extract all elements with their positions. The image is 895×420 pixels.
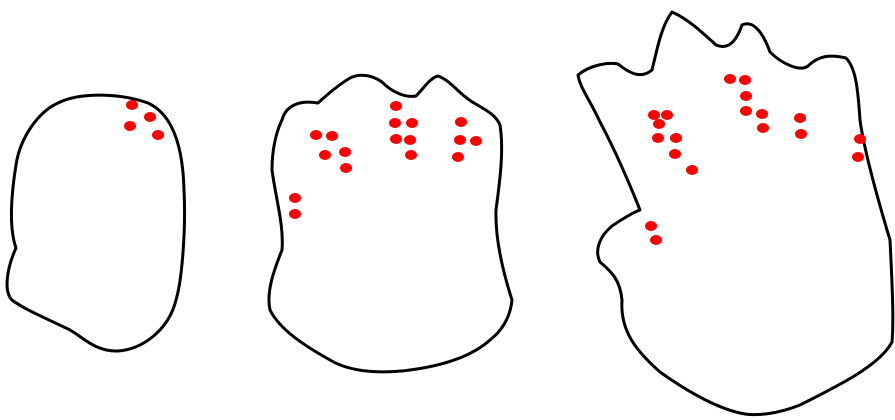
red-dot xyxy=(406,118,418,128)
red-dot xyxy=(795,129,807,139)
red-dot xyxy=(740,91,752,101)
red-dot xyxy=(319,150,331,160)
red-dot xyxy=(852,152,864,162)
red-dot xyxy=(289,193,301,203)
red-dot xyxy=(289,209,301,219)
red-dot xyxy=(645,221,657,231)
red-dot xyxy=(310,130,322,140)
red-dot xyxy=(339,147,351,157)
red-dot xyxy=(454,135,466,145)
red-dot xyxy=(648,110,660,120)
shape-medium xyxy=(269,75,512,372)
red-dot xyxy=(739,75,751,85)
red-dot xyxy=(405,150,417,160)
red-dot xyxy=(326,131,338,141)
red-dot xyxy=(124,121,136,131)
red-dot xyxy=(126,100,138,110)
red-dot xyxy=(404,135,416,145)
red-dot xyxy=(854,134,866,144)
red-dot xyxy=(652,133,664,143)
red-dot xyxy=(389,118,401,128)
red-dot xyxy=(390,134,402,144)
red-dot xyxy=(390,101,402,111)
red-dot xyxy=(794,113,806,123)
red-dot xyxy=(756,109,768,119)
red-dot xyxy=(661,110,673,120)
red-dot xyxy=(452,152,464,162)
red-dot xyxy=(669,149,681,159)
red-dot xyxy=(144,112,156,122)
red-dot xyxy=(740,106,752,116)
red-dot xyxy=(152,130,164,140)
red-dot xyxy=(724,74,736,84)
shape-large xyxy=(578,12,893,415)
red-dot xyxy=(757,123,769,133)
red-dot xyxy=(670,133,682,143)
red-dot xyxy=(340,163,352,173)
red-dot xyxy=(470,136,482,146)
red-dot xyxy=(686,165,698,175)
red-dot xyxy=(455,117,467,127)
red-dot xyxy=(650,235,662,245)
red-dot xyxy=(653,119,665,129)
hand-outline-large xyxy=(578,12,893,415)
hand-outline-medium xyxy=(269,75,512,372)
